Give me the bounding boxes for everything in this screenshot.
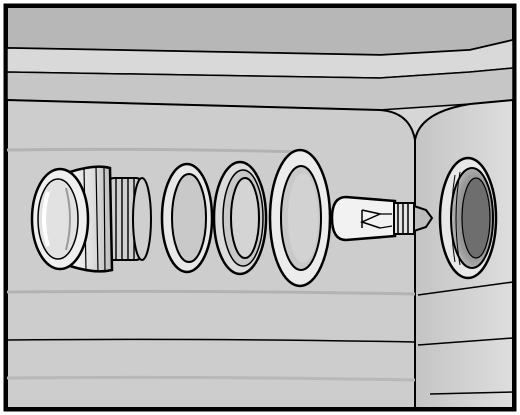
- lamp-socket-icon: [438, 156, 498, 280]
- light-bulb-icon: [330, 195, 434, 242]
- sealing-ring-icon: [212, 160, 268, 276]
- lamp-cover-icon: [30, 165, 152, 273]
- flat-washer-icon: [268, 148, 332, 288]
- sealing-ring-icon: [160, 162, 214, 274]
